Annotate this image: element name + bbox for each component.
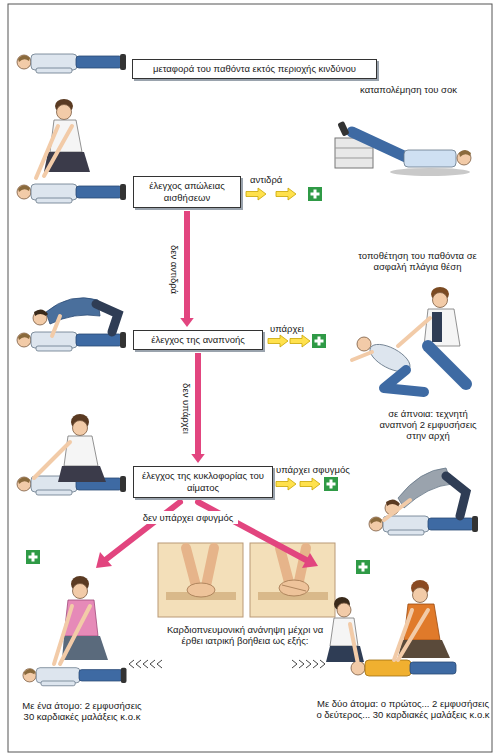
yes-arrow xyxy=(290,335,310,347)
yes-arrow xyxy=(246,188,266,200)
edge-label: δεν υπάρχει xyxy=(180,383,191,434)
text-label: Με δύο άτομα: ο πρώτος... 2 εμφυσήσεις ο… xyxy=(316,698,490,720)
box-text: έλεγχος της αναπνοής xyxy=(140,334,256,346)
rescuer-figure xyxy=(17,298,126,351)
cpr-one-person-figure xyxy=(23,576,127,686)
arrow-shaft xyxy=(184,211,190,318)
first-aid-cross xyxy=(312,334,326,348)
arrow-shaft xyxy=(195,353,201,454)
rescuer-figure xyxy=(17,99,126,203)
text-label: δεν υπάρχει σφυγμός xyxy=(138,511,238,524)
text-label: υπάρχει σφυγμός xyxy=(276,464,366,475)
text-label: υπάρχει xyxy=(270,323,314,334)
rescue-breathing-figure xyxy=(369,468,478,535)
chevron-pointers xyxy=(129,660,325,668)
victim-figure xyxy=(17,54,126,73)
process-box: έλεγχος της αναπνοής xyxy=(133,330,263,350)
process-box: έλεγχος της κυκλοφορίας του αίματος xyxy=(133,466,273,498)
flow-arrow xyxy=(191,353,205,463)
edge-label: δεν αντιδρά xyxy=(169,244,180,293)
no-pulse-arrows xyxy=(96,502,318,568)
text-label: καταπολέμηση του σοκ xyxy=(360,84,485,95)
arrow-head xyxy=(180,318,194,327)
yes-arrow xyxy=(300,478,320,490)
text-label: τοποθέτηση του παθόντα σε ασφαλή πλάγια … xyxy=(350,250,485,272)
recovery-position-figure xyxy=(352,287,466,392)
process-box: έλεγχος απώλειας αισθήσεων xyxy=(133,176,241,208)
first-aid-cross xyxy=(324,477,338,491)
process-box: μεταφορά του παθόντα εκτός περιοχής κινδ… xyxy=(132,59,377,79)
yes-arrow xyxy=(276,188,296,200)
text-label: αντιδρά xyxy=(250,174,306,185)
frame xyxy=(8,4,492,752)
first-aid-cross xyxy=(26,550,40,564)
first-aid-cross xyxy=(308,187,322,201)
box-text: έλεγχος της κυκλοφορίας του αίματος xyxy=(140,470,266,494)
text-label: Με ένα άτομο: 2 εμφυσήσεις 30 καρδιακές … xyxy=(22,700,142,722)
yes-arrow xyxy=(276,478,296,490)
shock-position-figure xyxy=(335,121,471,176)
yes-arrow xyxy=(268,335,288,347)
first-aid-cross xyxy=(356,560,370,574)
rescuer-figure xyxy=(17,414,126,495)
flow-arrow xyxy=(180,211,194,327)
box-text: μεταφορά του παθόντα εκτός περιοχής κινδ… xyxy=(139,63,370,75)
cpr-hands-image xyxy=(158,543,335,617)
text-label: Καρδιοπνευμονική ανάνηψη μέχρι να έρθει … xyxy=(166,624,324,646)
text-label: σε άπνοια: τεχνητή αναπνοή 2 εμφυσήσεις … xyxy=(372,408,484,441)
box-text: έλεγχος απώλειας αισθήσεων xyxy=(140,180,234,204)
arrow-head xyxy=(191,454,205,463)
cpr-two-person-figure xyxy=(326,580,456,676)
